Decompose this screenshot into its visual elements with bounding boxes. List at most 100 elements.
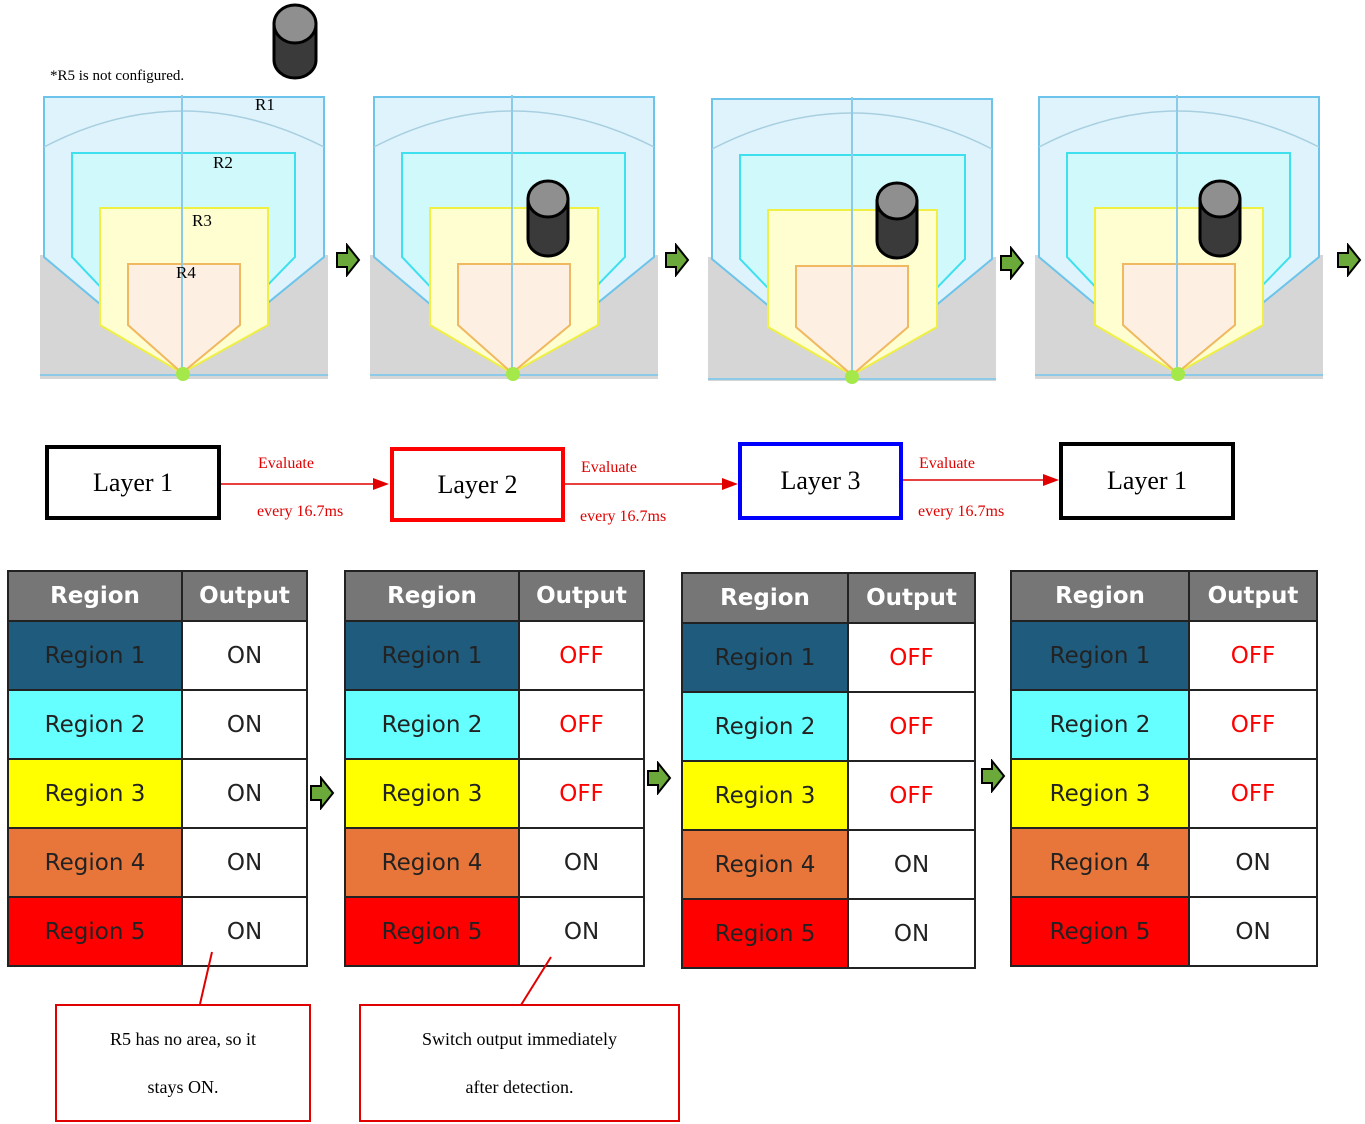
evaluate-label: Evaluate (919, 455, 975, 472)
callout-pointer (520, 956, 552, 1006)
object-cylinder-icon (875, 181, 919, 260)
region-name-cell: Region 3 (7, 758, 183, 829)
next-step-arrow-icon (336, 243, 361, 277)
output-value-cell: ON (181, 620, 308, 691)
output-value-cell: ON (181, 758, 308, 829)
output-value-cell: OFF (847, 760, 976, 831)
region-name-cell: Region 1 (344, 620, 520, 691)
output-value-cell: ON (1188, 896, 1318, 967)
output-value-cell: OFF (518, 758, 645, 829)
region-name-cell: Region 5 (344, 896, 520, 967)
output-value-cell: OFF (847, 691, 976, 762)
region-name-cell: Region 5 (1010, 896, 1190, 967)
flow-arrow (565, 478, 738, 490)
evaluate-label: Evaluate (258, 455, 314, 472)
region-name-cell: Region 2 (7, 689, 183, 760)
callout-switch-note: Switch output immediately after detection… (359, 1004, 680, 1122)
region-name-cell: Region 1 (1010, 620, 1190, 691)
output-value-cell: ON (847, 898, 976, 969)
region-name-cell: Region 4 (7, 827, 183, 898)
region-column-header: Region (344, 570, 520, 622)
output-value-cell: OFF (1188, 620, 1318, 691)
region-name-cell: Region 4 (344, 827, 520, 898)
output-value-cell: ON (847, 829, 976, 900)
region-name-cell: Region 3 (1010, 758, 1190, 829)
region-name-cell: Region 3 (681, 760, 849, 831)
region-column-header: Region (1010, 570, 1190, 622)
interval-label: every 16.7ms (580, 508, 667, 525)
output-value-cell: OFF (847, 622, 976, 693)
region-name-cell: Region 3 (344, 758, 520, 829)
scene-4 (1035, 95, 1323, 381)
region-name-cell: Region 2 (1010, 689, 1190, 760)
layer-box-2: Layer 2 (390, 447, 565, 522)
callout-line: after detection. (465, 1077, 574, 1097)
region-name-cell: Region 2 (344, 689, 520, 760)
next-step-arrow-icon (981, 759, 1006, 793)
output-value-cell: OFF (1188, 689, 1318, 760)
region-name-cell: Region 2 (681, 691, 849, 762)
interval-label: every 16.7ms (257, 503, 344, 520)
scene-background (40, 95, 328, 381)
region-column-header: Region (681, 572, 849, 624)
interval-label: every 16.7ms (918, 503, 1005, 520)
output-column-header: Output (181, 570, 308, 622)
region-column-header: Region (7, 570, 183, 622)
callout-line: R5 has no area, so it (110, 1029, 256, 1049)
region-label-r2: R2 (213, 153, 233, 172)
callout-line: Switch output immediately (422, 1029, 617, 1049)
evaluate-label: Evaluate (581, 459, 637, 476)
object-cylinder-icon (272, 3, 318, 80)
output-value-cell: ON (518, 896, 645, 967)
output-column-header: Output (518, 570, 645, 622)
output-value-cell: ON (518, 827, 645, 898)
layer-box-3: Layer 3 (738, 442, 903, 520)
callout-pointer (199, 951, 213, 1005)
next-step-arrow-icon (665, 243, 690, 277)
next-step-arrow-icon (647, 761, 672, 795)
callout-r5-note: R5 has no area, so it stays ON. (55, 1004, 311, 1122)
object-cylinder-icon (526, 179, 570, 258)
next-step-arrow-icon (1337, 243, 1362, 277)
output-value-cell: ON (181, 827, 308, 898)
output-value-cell: ON (181, 896, 308, 967)
next-step-arrow-icon (310, 776, 335, 810)
object-cylinder-icon (1198, 179, 1242, 258)
output-value-cell: OFF (1188, 758, 1318, 829)
region-name-cell: Region 4 (681, 829, 849, 900)
region-name-cell: Region 4 (1010, 827, 1190, 898)
config-note: *R5 is not configured. (50, 68, 185, 84)
region-label-r1: R1 (255, 95, 275, 114)
output-column-header: Output (1188, 570, 1318, 622)
region-name-cell: Region 5 (681, 898, 849, 969)
region-label-r4: R4 (176, 263, 196, 282)
next-step-arrow-icon (1000, 246, 1025, 280)
output-column-header: Output (847, 572, 976, 624)
flow-arrow (903, 474, 1059, 486)
region-name-cell: Region 1 (7, 620, 183, 691)
callout-line: stays ON. (147, 1077, 219, 1097)
